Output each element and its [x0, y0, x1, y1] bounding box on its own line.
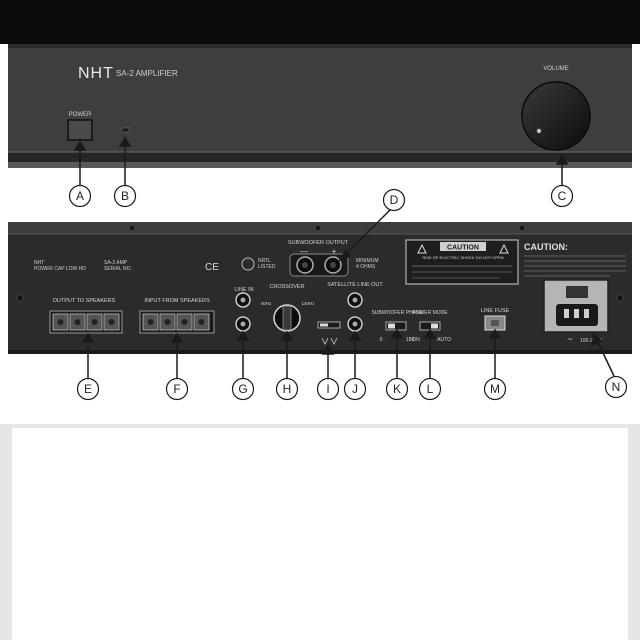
crossover-high-label: 140Hz	[301, 301, 315, 306]
phase-option-0: 0	[380, 337, 383, 343]
certification-seal-icon	[241, 257, 255, 271]
callout-i: I	[316, 377, 340, 401]
callout-e-label: E	[84, 382, 92, 396]
callout-k-label: K	[393, 382, 401, 396]
subwoofer-output-label: SUBWOOFER OUTPUT	[288, 240, 349, 246]
callout-bubbles: A B C D E F G H	[68, 184, 628, 401]
output-to-speakers-label: OUTPUT TO SPEAKERS	[53, 298, 116, 304]
volume-label: VOLUME	[543, 66, 568, 72]
callout-h: H	[275, 377, 299, 401]
power-mode-option-on: ON	[412, 337, 420, 343]
subwoofer-minus-label: —	[300, 247, 308, 256]
callout-m: M	[483, 377, 507, 401]
callout-n-label: N	[612, 380, 621, 394]
crossover-low-label: 40Hz	[261, 301, 272, 306]
svg-text:MINIMUM: MINIMUM	[356, 258, 379, 264]
power-button[interactable]	[67, 119, 93, 141]
volume-knob-indicator	[536, 128, 542, 134]
svg-text:NHT: NHT	[34, 260, 44, 266]
svg-text:POWER CAP LOW HD: POWER CAP LOW HD	[34, 266, 86, 272]
model-label: SA-2 AMPLIFIER	[116, 69, 178, 78]
amplifier-diagram: NHT SA-2 AMPLIFIER VOLUME POWER NHT POWE…	[8, 44, 632, 401]
svg-text:4 OHMS: 4 OHMS	[356, 264, 376, 270]
line-in-label: LINE IN	[234, 287, 253, 293]
callout-j-label: J	[352, 382, 358, 396]
caution-box-text: RISK OF ELECTRIC SHOCK DO NOT OPEN	[422, 255, 503, 260]
satellite-line-out-label: SATELLITE LINE OUT	[327, 282, 383, 288]
callout-l: L	[418, 377, 442, 401]
callout-a-label: A	[76, 189, 84, 203]
svg-text:NRTL: NRTL	[258, 258, 271, 264]
front-panel: NHT SA-2 AMPLIFIER VOLUME POWER	[8, 44, 632, 168]
power-mode-option-auto: AUTO	[437, 337, 451, 343]
callout-d: D	[382, 188, 406, 212]
svg-text:SA-2 AMP: SA-2 AMP	[104, 260, 128, 266]
subwoofer-plus-label: +	[332, 247, 337, 256]
subwoofer-phase-switch[interactable]	[385, 321, 407, 331]
callout-a: A	[68, 184, 92, 208]
crossover-label: CROSSOVER	[269, 284, 304, 290]
callout-n: N	[604, 375, 628, 399]
phase-switch[interactable]	[317, 321, 341, 329]
warning-triangle-icon	[417, 243, 427, 254]
input-from-speakers-label: INPUT FROM SPEAKERS	[144, 298, 210, 304]
power-led	[121, 127, 130, 133]
volume-knob[interactable]	[521, 81, 591, 151]
blank-area	[12, 428, 628, 640]
ce-mark: CE	[205, 262, 219, 273]
callout-b: B	[113, 184, 137, 208]
callout-e: E	[76, 377, 100, 401]
callout-c-label: C	[558, 189, 567, 203]
ac-symbol: ~	[567, 334, 572, 344]
callout-f: F	[165, 377, 189, 401]
top-black-bar	[0, 0, 640, 44]
callout-leaders	[73, 136, 615, 380]
caution-heading: CAUTION:	[524, 242, 568, 252]
callout-i-label: I	[326, 382, 329, 396]
caution-box-title: CAUTION	[447, 245, 479, 252]
rear-panel: NHT POWER CAP LOW HD SA-2 AMP SERIAL NO.…	[8, 222, 632, 354]
callout-c: C	[550, 184, 574, 208]
phase-option-180: 180	[406, 337, 415, 343]
callout-h-label: H	[283, 382, 292, 396]
subwoofer-phase-label: SUBWOOFER PHASE	[371, 310, 423, 316]
power-label: POWER	[69, 112, 92, 118]
callout-j: J	[343, 377, 367, 401]
callout-g: G	[231, 377, 255, 401]
line-fuse-label: LINE FUSE	[481, 308, 510, 314]
callout-f-label: F	[173, 382, 180, 396]
callout-l-label: L	[427, 382, 434, 396]
svg-text:SERIAL NO.: SERIAL NO.	[104, 266, 132, 272]
warning-triangle-icon-right	[499, 243, 509, 254]
svg-text:100-240V: 100-240V	[580, 338, 602, 344]
callout-b-label: B	[121, 189, 129, 203]
callout-m-label: M	[490, 382, 500, 396]
svg-text:LISTED: LISTED	[258, 264, 276, 270]
callout-k: K	[385, 377, 409, 401]
brand-logo: NHT	[78, 65, 114, 82]
callout-g-label: G	[238, 382, 247, 396]
power-mode-label: POWER MODE	[412, 310, 448, 316]
callout-d-label: D	[390, 193, 399, 207]
